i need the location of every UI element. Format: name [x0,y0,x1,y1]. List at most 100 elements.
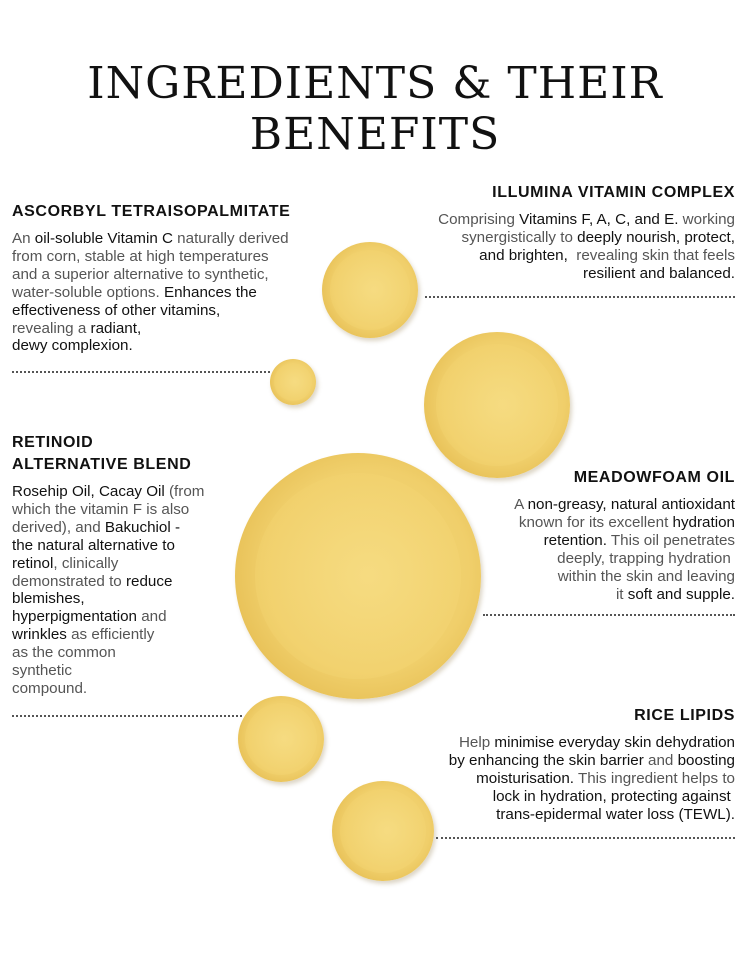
description-line: and a superior alternative to synthetic, [12,266,290,284]
description-line: from corn, stable at high temperatures [12,248,290,266]
body-text: and [136,608,167,626]
description-line: An oil-soluble Vitamin C naturally deriv… [12,230,290,248]
description-line: trans-epidermal water loss (TEWL). [449,806,735,824]
section-description: Comprising Vitamins F, A, C, and E. work… [438,211,735,283]
description-line: Help minimise everyday skin dehydration [449,734,735,752]
body-text: compound. [12,679,88,697]
highlighted-text: effectiveness of other vitamins, [12,301,221,319]
highlighted-text: Enhances the [163,283,257,301]
description-line: wrinkles as efficiently [12,626,204,644]
highlighted-text: moisturisation. [476,769,575,787]
body-text: , clinically [53,554,119,572]
highlighted-text: boosting [677,751,735,769]
oil-drop-illustration [332,781,434,881]
body-text: synergistically to [461,228,578,246]
body-text: water-soluble options. [12,283,164,301]
description-line: synthetic [12,662,204,680]
body-text: known for its excellent [518,513,673,531]
oil-drop-illustration [238,696,324,782]
oil-drop-illustration [270,359,316,405]
highlighted-text: Vitamins F, A, C, and E. [519,211,679,228]
highlighted-text: dewy complexion. [12,337,133,355]
section-heading: ILLUMINA VITAMIN COMPLEX [492,184,735,201]
body-text: from corn, stable at high temperatures [12,247,269,265]
body-text: revealing a [12,319,91,337]
description-line: it soft and supple. [514,586,735,604]
section-heading: ASCORBYL TETRAISOPALMITATE [12,203,291,220]
section-illumina: ILLUMINA VITAMIN COMPLEX Comprising Vitam… [438,182,735,283]
highlighted-text: minimise everyday skin dehydration [494,734,735,751]
oil-drop-illustration [424,332,570,478]
section-heading: ALTERNATIVE BLEND [12,456,192,473]
section-description: An oil-soluble Vitamin C naturally deriv… [12,230,290,355]
highlighted-text: wrinkles [12,626,67,644]
body-text: This oil penetrates [606,531,735,549]
highlighted-text: lock in hydration, protecting against [492,787,735,805]
highlighted-text: resilient and balanced. [583,264,735,282]
body-text: within the skin and leaving [557,567,735,585]
page-title: INGREDIENTS & THEIR BENEFITS [87,58,663,160]
highlighted-text: reduce [125,572,173,590]
description-line: lock in hydration, protecting against [449,788,735,806]
description-line: hyperpigmentation and [12,608,204,626]
section-heading: RETINOID [12,434,94,451]
oil-drop-illustration [322,242,418,338]
divider-line [12,371,270,373]
highlighted-text: trans-epidermal water loss (TEWL). [496,805,735,823]
description-line: effectiveness of other vitamins, [12,302,290,320]
divider-line [12,715,242,717]
highlighted-text: retention. [543,531,607,549]
description-line: within the skin and leaving [514,568,735,586]
description-line: by enhancing the skin barrier and boosti… [449,752,735,770]
body-text: it [615,585,628,603]
highlighted-text: deeply nourish, protect, [577,228,735,246]
description-line: retinol, clinically [12,555,204,573]
body-text: which the vitamin F is also [12,500,190,518]
description-line: and brighten, revealing skin that feels [438,247,735,265]
body-text: and a superior alternative to synthetic, [12,265,269,283]
section-heading: MEADOWFOAM OIL [573,469,735,486]
description-line: the natural alternative to [12,537,204,555]
highlighted-text: blemishes, [12,590,85,608]
description-line: Comprising Vitamins F, A, C, and E. work… [438,211,735,229]
section-heading: RICE LIPIDS [634,707,735,724]
section-rice: RICE LIPIDS Help minimise everyday skin d… [449,705,735,824]
highlighted-text: hyperpigmentation [12,608,137,626]
highlighted-text: radiant, [90,319,142,337]
description-line: revealing a radiant, [12,320,290,338]
description-line: Rosehip Oil, Cacay Oil (from [12,483,204,501]
body-text: as the common [12,644,116,662]
body-text: An [12,230,35,247]
body-text: This ingredient helps to [574,769,735,787]
body-text: as efficiently [66,626,155,644]
description-line: A non-greasy, natural antioxidant [514,496,735,514]
highlighted-text: by enhancing the skin barrier [448,751,644,769]
section-ascorbyl: ASCORBYL TETRAISOPALMITATE An oil-soluble… [12,201,290,355]
highlighted-text: and brighten, [479,246,568,264]
body-text: synthetic [12,662,72,680]
description-line: derived), and Bakuchiol - [12,519,204,537]
divider-line [436,837,735,839]
body-text: Comprising [438,211,520,228]
body-text: demonstrated to [12,572,126,590]
body-text: derived), and [12,518,105,536]
highlighted-text: hydration [672,513,735,531]
description-line: which the vitamin F is also [12,501,204,519]
description-line: synergistically to deeply nourish, prote… [438,229,735,247]
section-retinoid: RETINOID ALTERNATIVE BLEND Rosehip Oil, Ca… [12,432,204,698]
description-line: resilient and balanced. [438,265,735,283]
body-text: naturally derived [172,230,289,247]
highlighted-text: Bakuchiol - [104,518,181,536]
divider-line [483,614,735,616]
divider-line [425,296,735,298]
description-line: moisturisation. This ingredient helps to [449,770,735,788]
description-line: deeply, trapping hydration [514,550,735,568]
oil-drop-illustration [235,453,481,699]
section-meadowfoam: MEADOWFOAM OIL A non-greasy, natural anti… [514,467,735,603]
description-line: retention. This oil penetrates [514,532,735,550]
highlighted-text: oil-soluble Vitamin C [34,230,173,247]
